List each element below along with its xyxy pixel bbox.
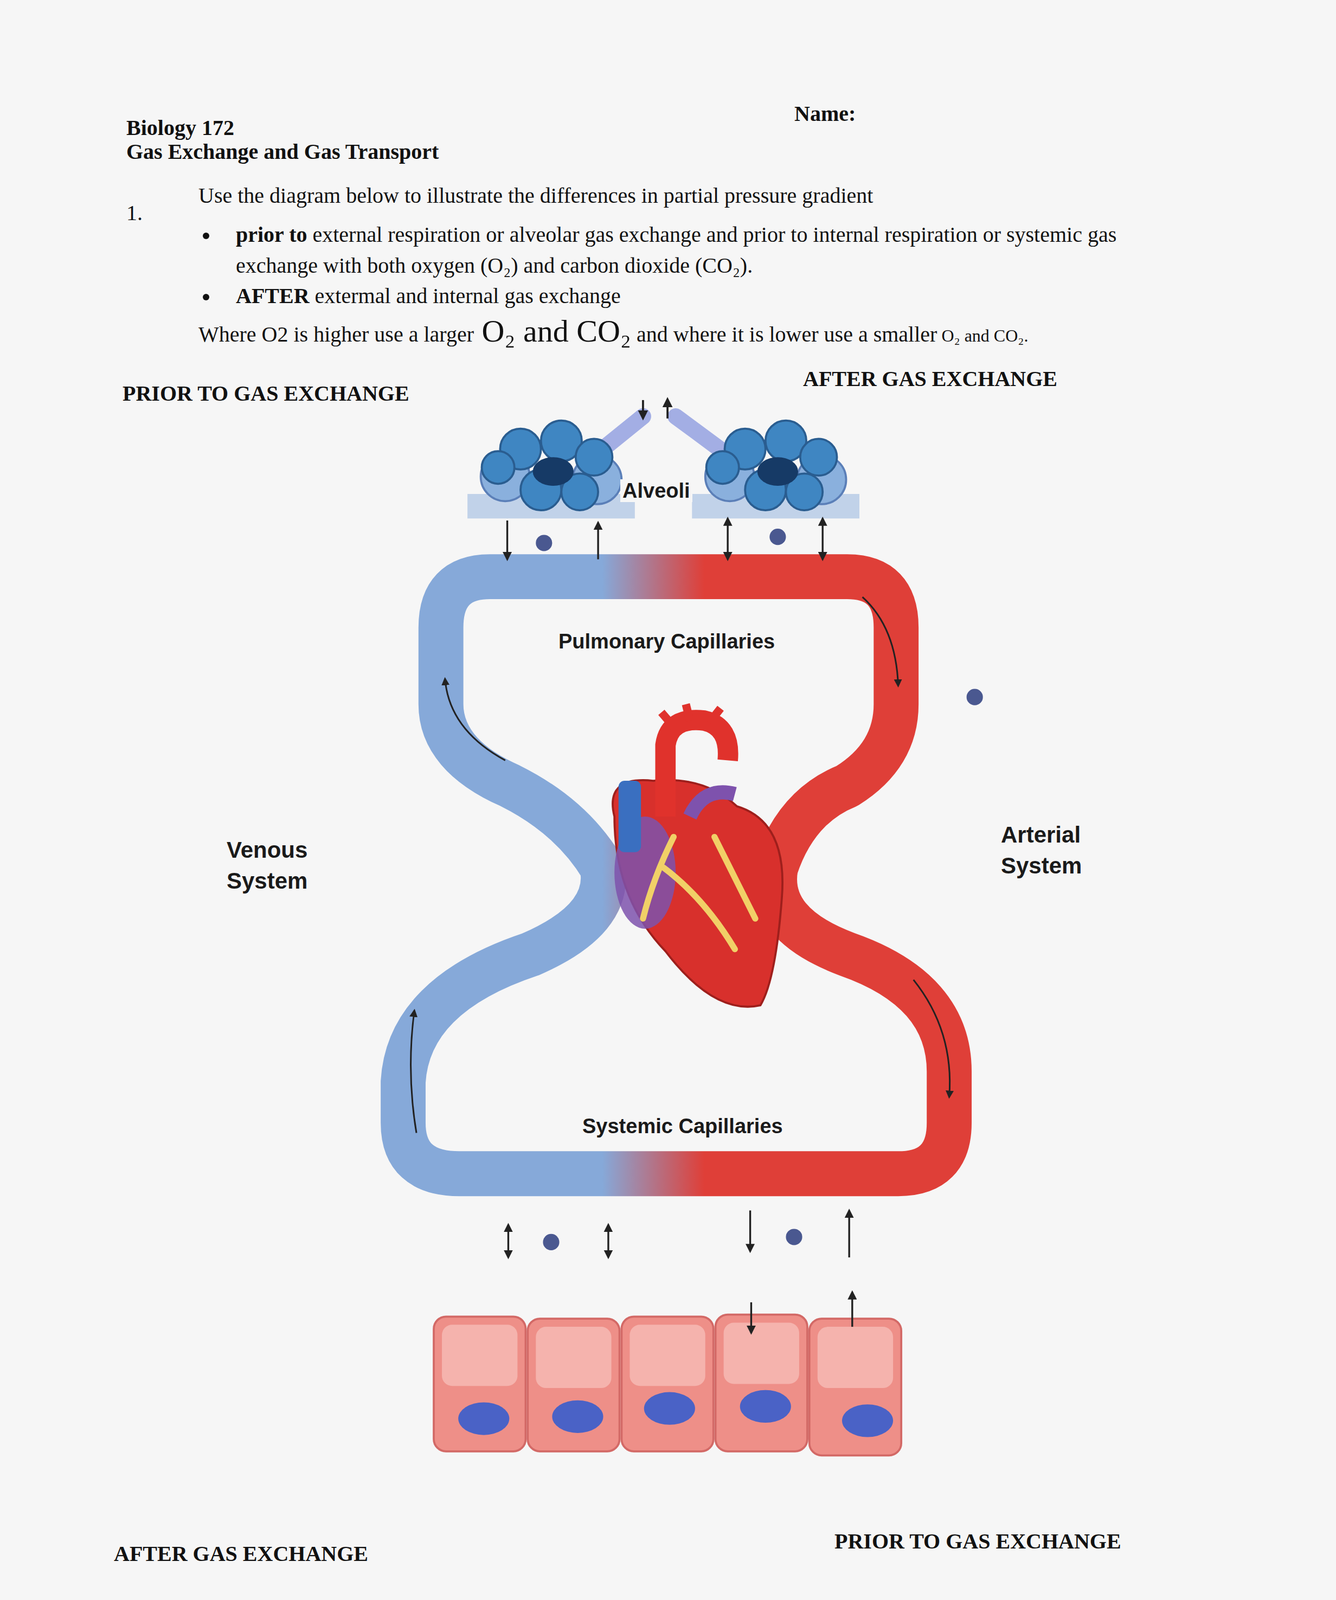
worksheet-text: prior to	[235, 222, 307, 247]
worksheet-text: Biology 172	[126, 115, 235, 140]
text-block: Alveoli	[620, 477, 693, 505]
text-block: AFTER GAS EXCHANGE	[113, 1538, 369, 1570]
worksheet-text: Pulmonary Capillaries	[558, 630, 775, 653]
worksheet-text: Alveoli	[620, 479, 693, 503]
text-block: Gas Exchange and Gas Transport	[126, 136, 439, 168]
text-block: Arterial System	[1000, 819, 1110, 882]
text-block: Use the diagram below to illustrate the …	[198, 180, 1202, 212]
worksheet-text: O₂ and CO₂	[481, 313, 632, 349]
worksheet-text: Venous System	[226, 837, 308, 894]
worksheet-text: Use the diagram below to illustrate the …	[198, 183, 873, 208]
worksheet-text: O₂ and CO₂.	[941, 325, 1029, 346]
worksheet-text: PRIOR TO GAS EXCHANGE	[834, 1529, 1122, 1554]
worksheet-text: PRIOR TO GAS EXCHANGE	[122, 381, 410, 406]
text-block: PRIOR TO GAS EXCHANGE	[122, 378, 410, 410]
text-block: Pulmonary Capillaries	[558, 627, 775, 656]
text-block: AFTERextermal and internal gas exchange	[235, 280, 1147, 312]
text-block: Systemic Capillaries	[582, 1112, 783, 1141]
text-block: Venous System	[226, 835, 336, 897]
worksheet-text: external respiration or alveolar gas exc…	[235, 222, 1117, 278]
worksheet-title: Gas Exchange and Gas Transport	[126, 139, 439, 164]
text-block: Where O2 is higher use a larger O₂ and CO…	[198, 309, 1256, 354]
text-block: PRIOR TO GAS EXCHANGE	[834, 1526, 1122, 1558]
worksheet-text: and where it is lower use a smaller	[636, 322, 937, 347]
text-block: prior toexternal respiration or alveolar…	[235, 219, 1147, 282]
worksheet-text: extermal and internal gas exchange	[315, 283, 621, 308]
worksheet-text: Systemic Capillaries	[582, 1114, 783, 1138]
worksheet-text: AFTER	[235, 283, 310, 308]
text-block: Name:	[794, 98, 856, 130]
worksheet-text: Name:	[794, 101, 856, 126]
text-block: AFTER GAS EXCHANGE	[803, 363, 1058, 395]
text-block: 1.	[126, 197, 143, 229]
worksheet-text: Arterial System	[1000, 821, 1082, 879]
worksheet-text: Where O2 is higher use a larger	[198, 322, 474, 347]
text-block: Biology 172	[126, 112, 235, 144]
worksheet-text: AFTER GAS EXCHANGE	[113, 1541, 369, 1566]
worksheet-text: 1.	[126, 200, 143, 226]
worksheet-text: AFTER GAS EXCHANGE	[803, 366, 1058, 391]
